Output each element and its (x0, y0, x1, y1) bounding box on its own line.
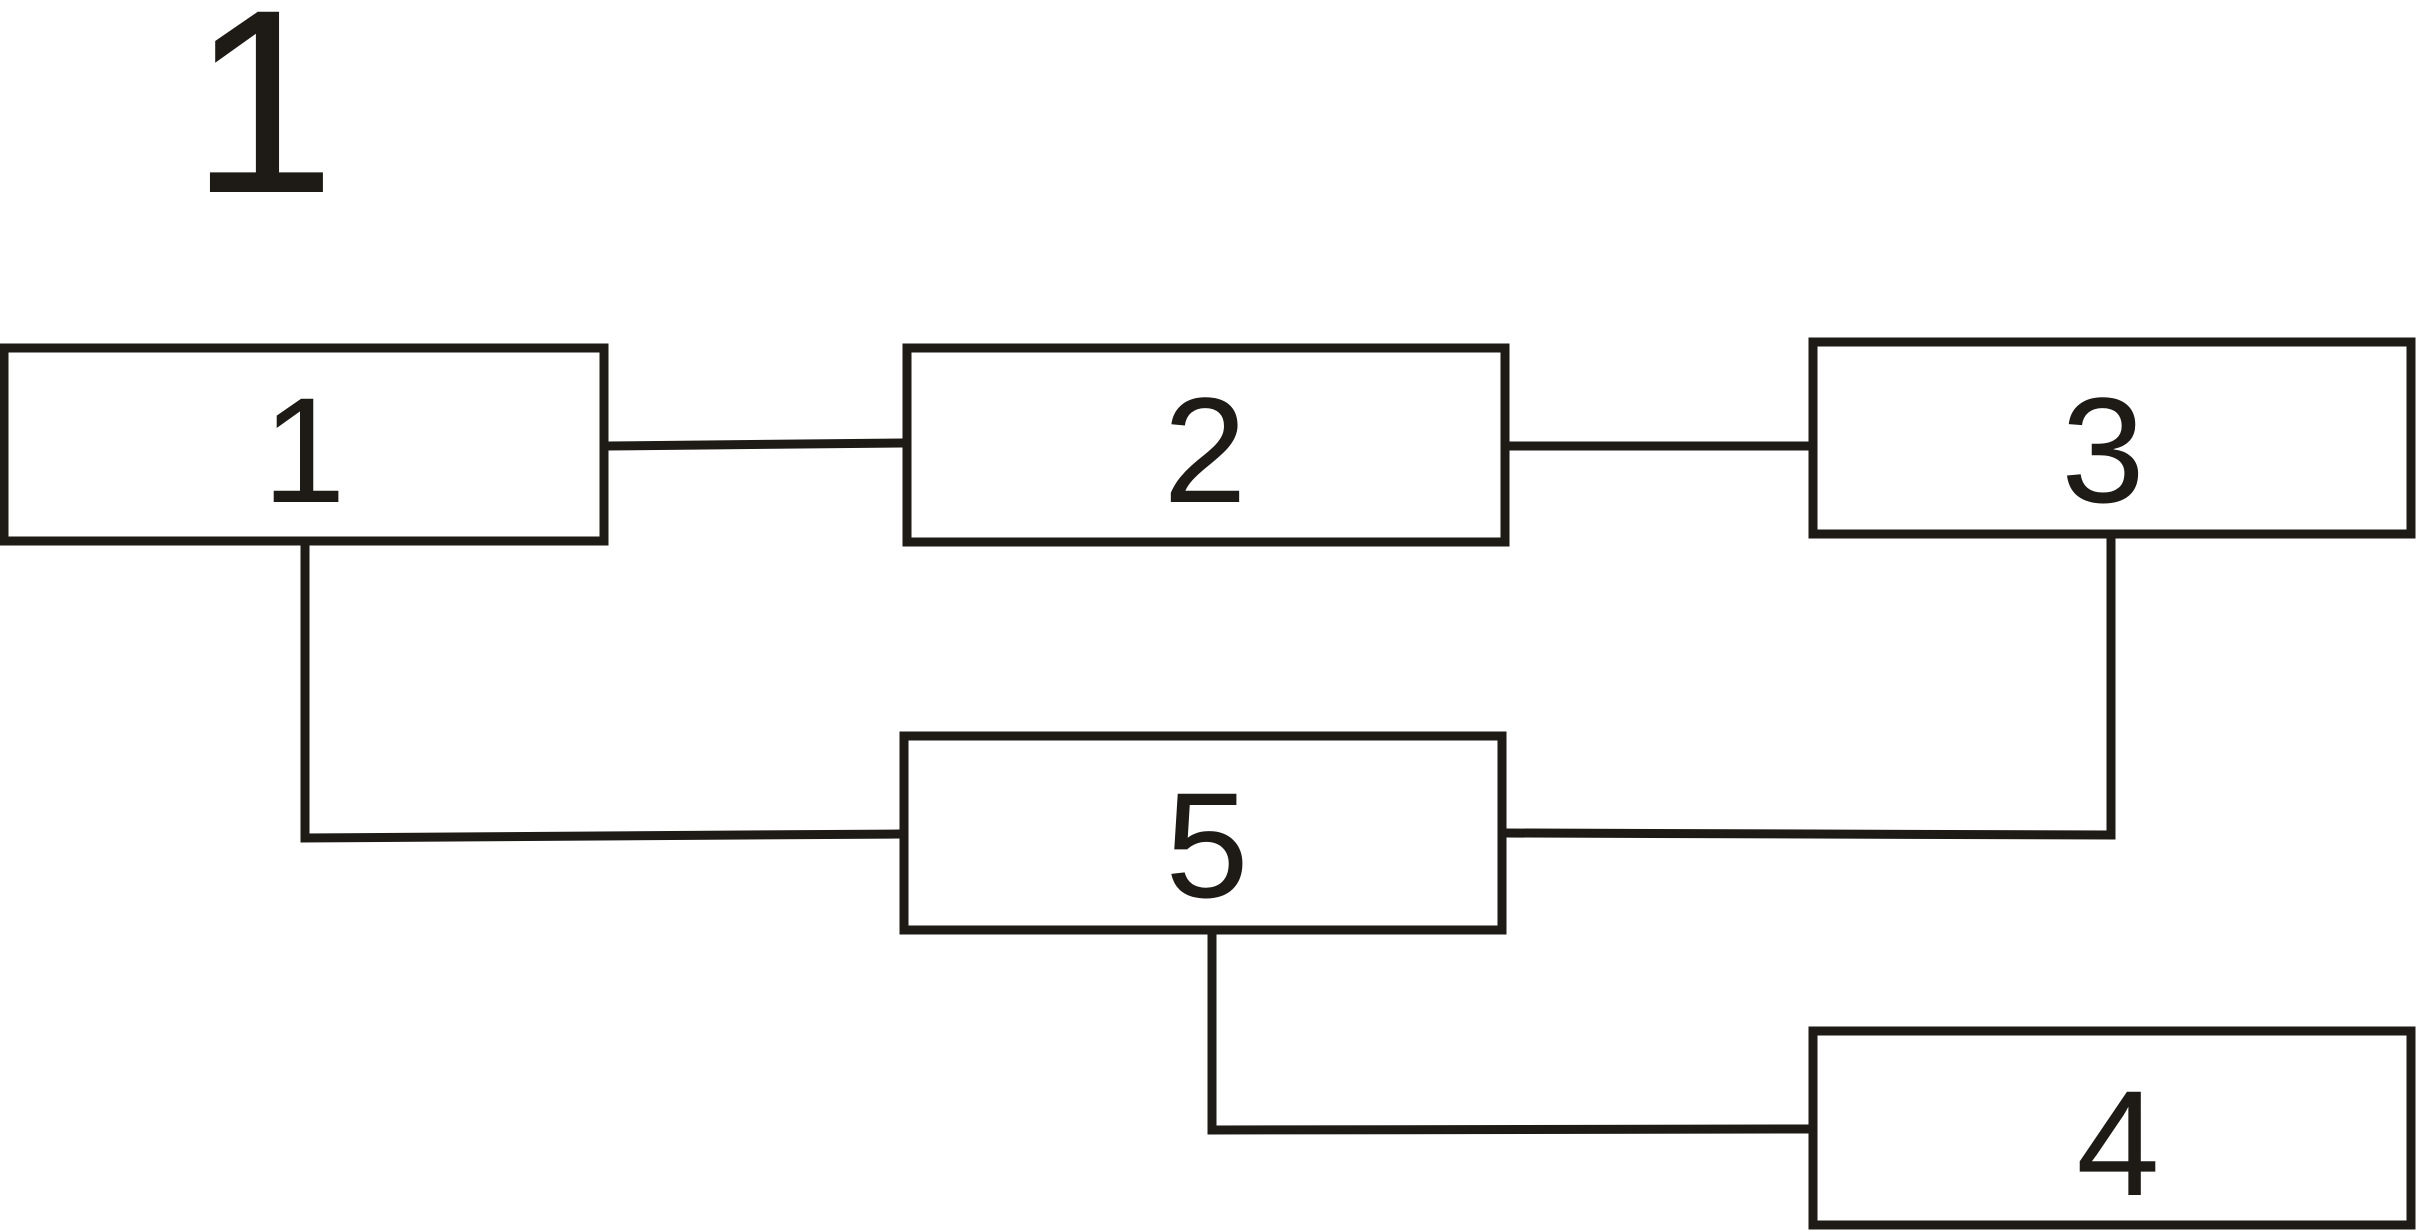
block-4-label: 4 (2076, 1059, 2159, 1227)
connector-1-2 (607, 438, 904, 451)
block-2-label: 2 (1163, 366, 1246, 534)
connector-5-4 (1207, 934, 1810, 1135)
block-1-box (0, 343, 609, 546)
block-5-box (899, 731, 1507, 935)
block-2-box (902, 343, 1510, 547)
block-5-label: 5 (1165, 761, 1248, 929)
block-3-box (1808, 337, 2416, 539)
connector-3-5 (1505, 538, 2116, 840)
block-3-label: 3 (2061, 366, 2144, 534)
block-5: 5 (899, 731, 1507, 935)
block-4: 4 (1808, 1026, 2416, 1230)
block-1: 1 (0, 343, 609, 546)
figure-number: 1 (190, 0, 336, 248)
block-2: 2 (902, 343, 1510, 547)
block-3: 3 (1808, 337, 2416, 539)
connector-1-5 (300, 545, 901, 843)
block-4-box (1808, 1026, 2416, 1230)
block-1-label: 1 (262, 366, 345, 534)
